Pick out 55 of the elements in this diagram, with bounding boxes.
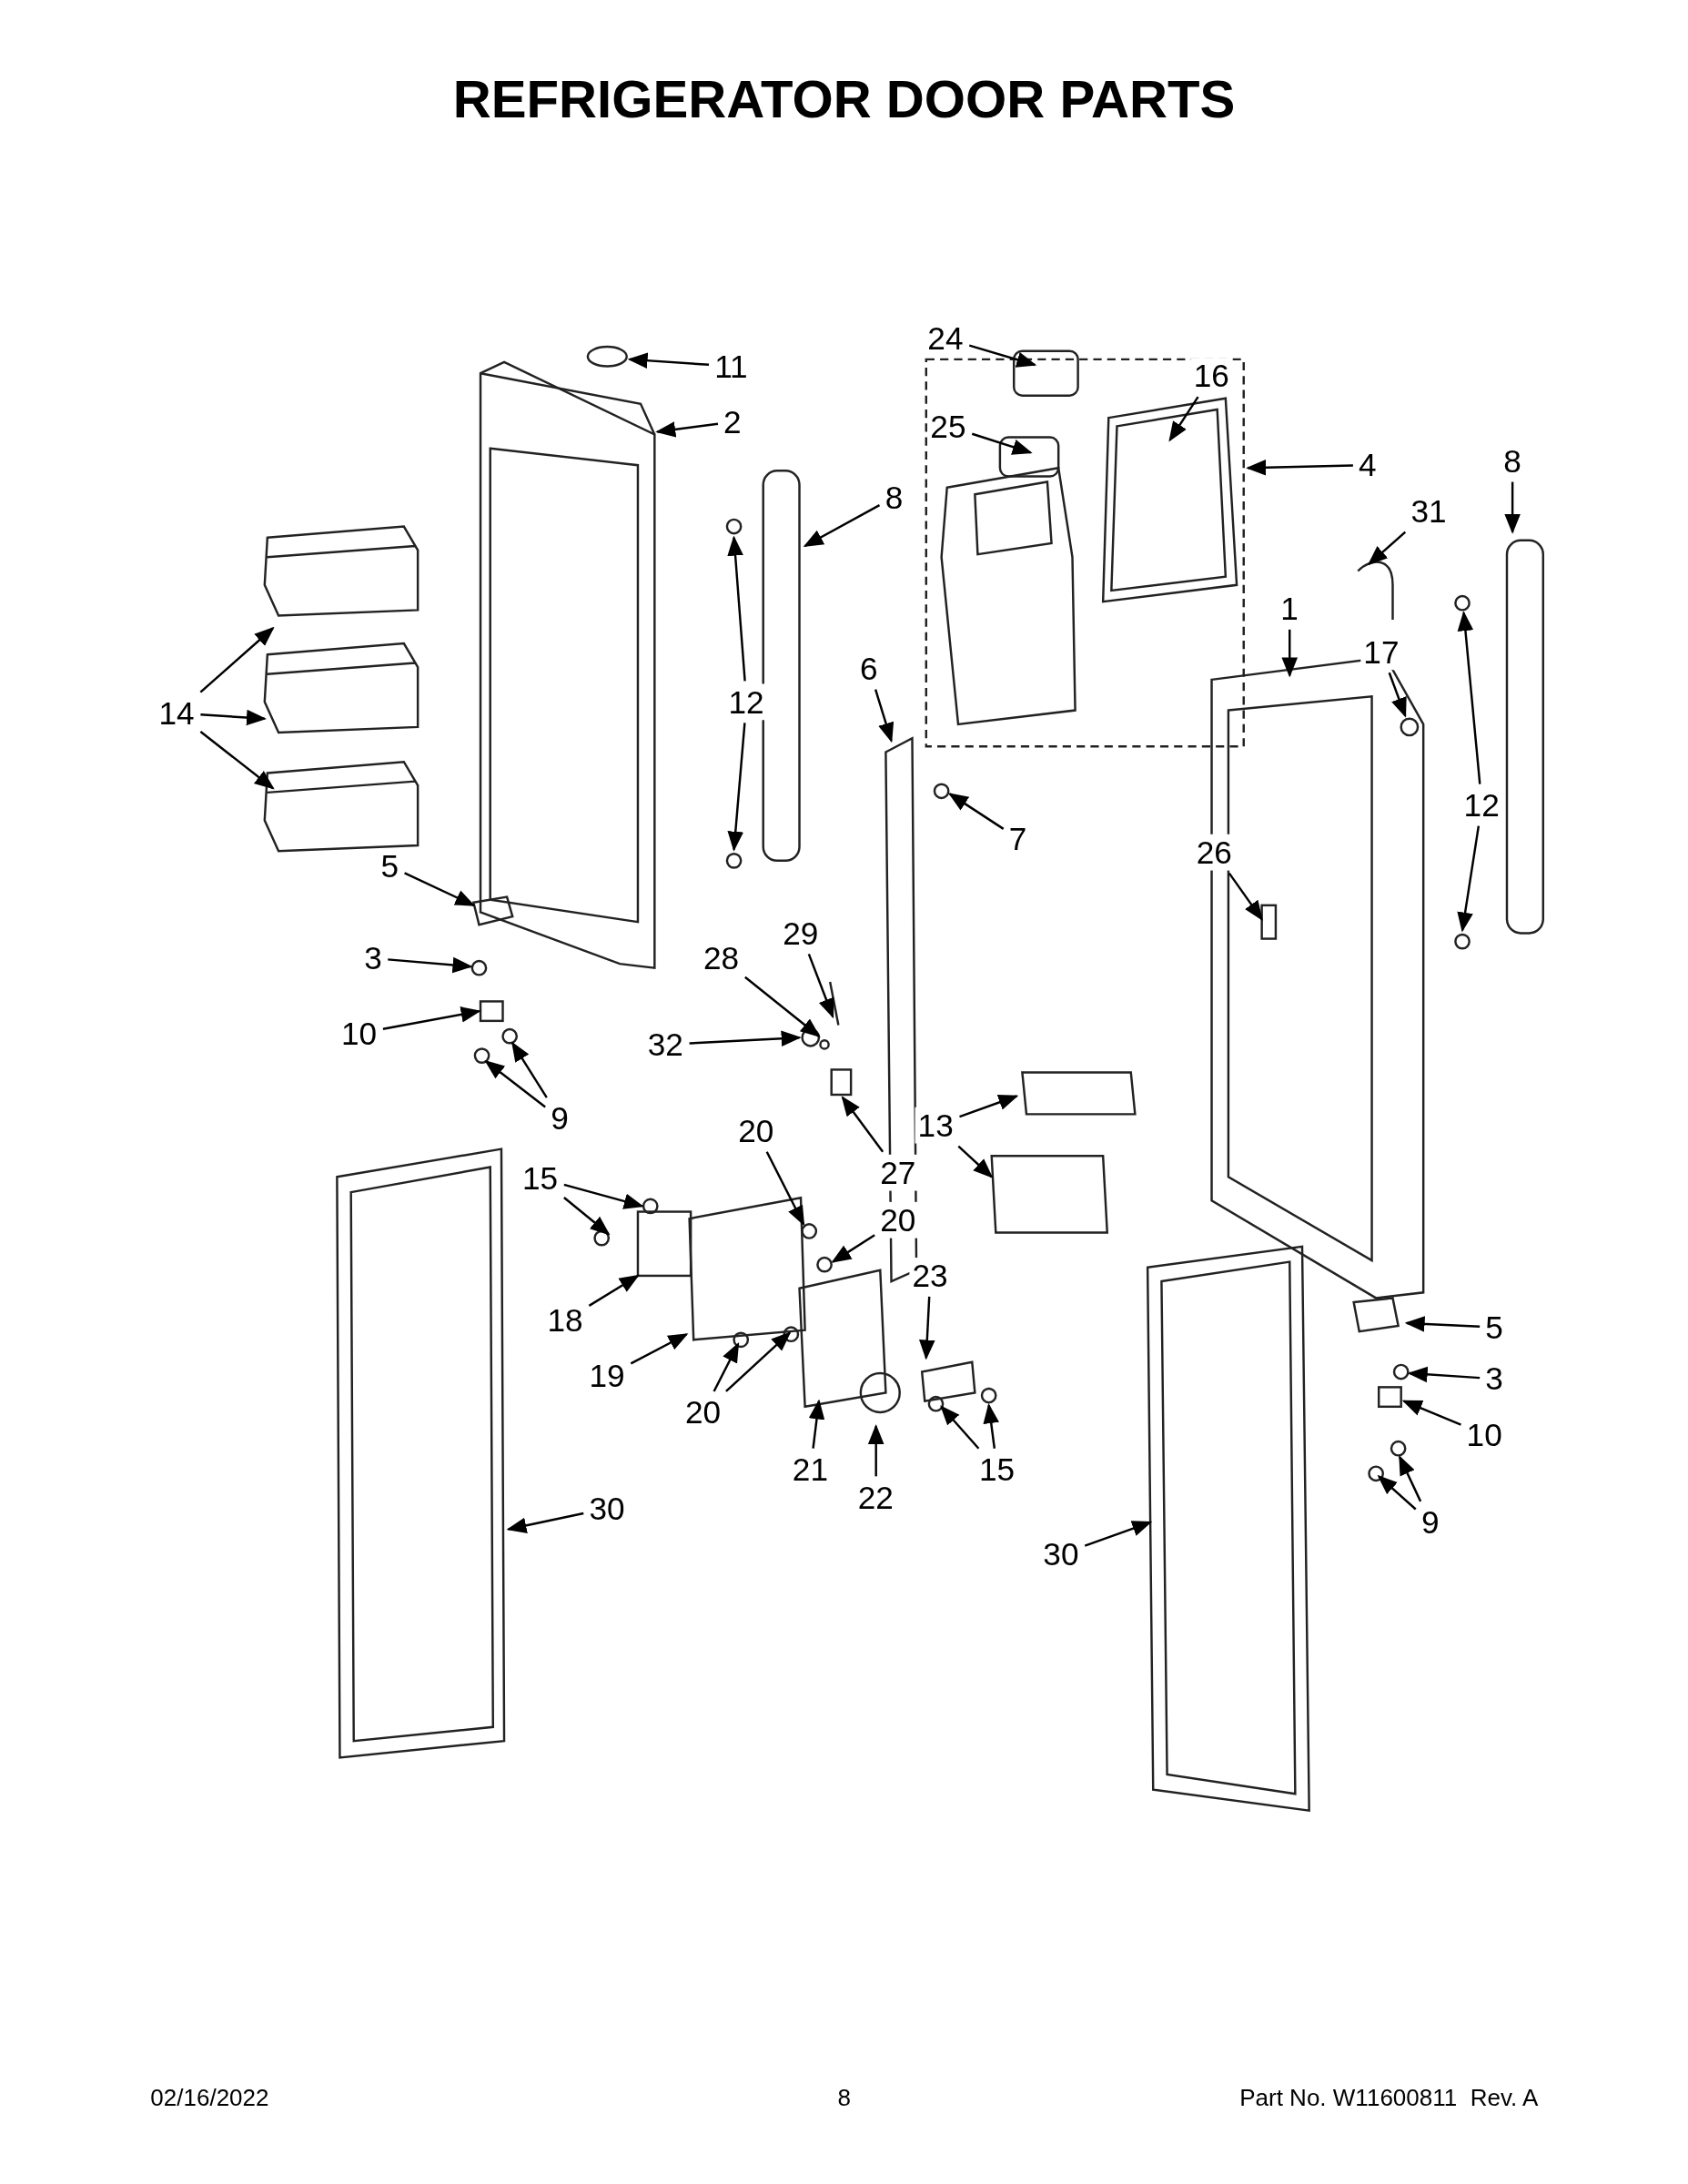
leader-arrow	[199, 731, 275, 790]
leader-arrow	[200, 709, 267, 726]
leader-arrow	[1457, 611, 1481, 784]
leader-arrow	[511, 1041, 548, 1098]
leader-arrow	[959, 1094, 1019, 1118]
page-title: REFRIGERATOR DOOR PARTS	[451, 69, 1237, 130]
leader-arrow	[1367, 531, 1407, 566]
leader-arrow	[867, 1424, 884, 1477]
leader-arrow	[689, 1030, 802, 1047]
leader-arrow	[388, 956, 473, 974]
leader-arrow	[1228, 872, 1263, 921]
leader-arrow	[940, 1405, 980, 1450]
leader-arrow	[404, 872, 476, 906]
leader-arrow	[506, 1512, 584, 1533]
leader-arrow	[1504, 481, 1521, 534]
leader-arrow	[627, 352, 710, 369]
leader-arrow	[1168, 396, 1199, 442]
leader-arrow	[1407, 1366, 1481, 1383]
leader-arrow	[1404, 1316, 1481, 1332]
leader-arrow	[1377, 1474, 1417, 1511]
leader-arrow	[1388, 672, 1407, 718]
leader-arrow	[563, 1183, 644, 1209]
page-number: 8	[837, 2085, 852, 2113]
leader-arrow	[1281, 629, 1299, 678]
leader-arrow	[199, 626, 275, 693]
leader-arrow	[1399, 1454, 1422, 1502]
leader-arrow	[874, 689, 895, 743]
leader-arrow	[947, 793, 1005, 830]
leader-arrow	[1246, 459, 1353, 476]
leader-arrow	[807, 953, 834, 1019]
leader-arrow	[841, 1096, 884, 1153]
part-number: Part No. W11600811 Rev. A	[1239, 2085, 1539, 2113]
leader-arrow	[725, 1331, 792, 1392]
leader-arrow	[744, 976, 821, 1038]
leader-arrow	[382, 1006, 481, 1030]
leader-arrow	[1401, 1400, 1461, 1426]
leader-arrow	[727, 723, 746, 852]
leader-arrow	[983, 1403, 999, 1449]
leader-arrow	[713, 1341, 740, 1392]
leader-arrow	[1084, 1521, 1153, 1547]
leader-arrow	[588, 1274, 640, 1307]
leader-arrow	[655, 421, 719, 438]
leader-arrow	[630, 1333, 689, 1365]
leader-arrow	[831, 1234, 875, 1263]
leader-arrow	[803, 504, 881, 548]
leader-arrow	[727, 535, 746, 682]
leader-arrow	[919, 1296, 935, 1360]
leader-arrow	[968, 344, 1037, 368]
leader-arrow	[563, 1197, 611, 1236]
leader-arrow	[765, 1151, 805, 1227]
leader-arrow	[484, 1059, 546, 1108]
leader-arrow	[1457, 825, 1481, 933]
leader-arrow	[957, 1145, 994, 1178]
date-text: 02/16/2022	[150, 2085, 269, 2113]
leader-arrow	[808, 1399, 825, 1449]
